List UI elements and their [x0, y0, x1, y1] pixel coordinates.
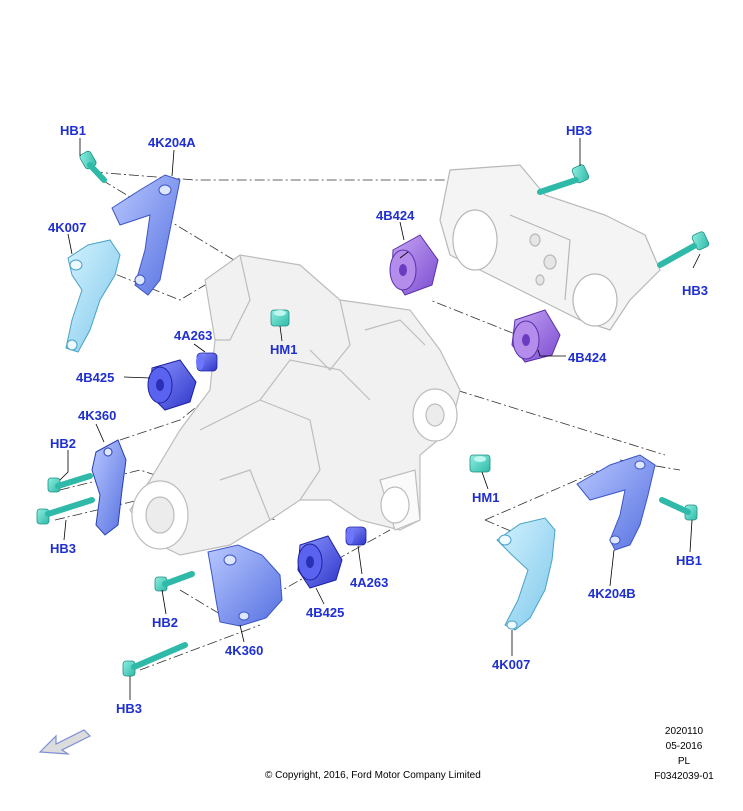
support-4k007-left — [65, 239, 121, 353]
bolt-hb2-left — [47, 473, 93, 493]
reference-figure-number: F0342039-01 — [654, 771, 714, 782]
nut-hm1-right — [469, 454, 491, 473]
label-hb2-left: HB2 — [50, 436, 76, 451]
spacer-4a263-bottom — [345, 526, 367, 546]
transfer-case-housing — [129, 254, 461, 556]
copyright-text: © Copyright, 2016, Ford Motor Company Li… — [265, 770, 481, 781]
label-4b424-right: 4B424 — [568, 350, 607, 365]
bolt-hb3-left — [36, 497, 95, 525]
reference-code-1: 2020110 — [664, 726, 704, 737]
label-4k007-right: 4K007 — [492, 657, 530, 672]
crossmember — [439, 164, 661, 331]
reference-date: 05-2016 — [665, 741, 703, 752]
label-4k204b: 4K204B — [588, 586, 636, 601]
bracket-4k204a — [111, 174, 181, 296]
label-4b424-top: 4B424 — [376, 208, 415, 223]
bush-4b425-bottom — [297, 535, 343, 589]
bracket-4k360-left — [91, 439, 127, 536]
label-4k204a: 4K204A — [148, 135, 196, 150]
label-hb3-left: HB3 — [50, 541, 76, 556]
label-4b425-bottom: 4B425 — [306, 605, 344, 620]
bracket-4k360-bottom — [207, 544, 283, 627]
bolt-hb1-top — [79, 150, 107, 183]
leader-lines — [59, 138, 701, 700]
label-hm1-top: HM1 — [270, 342, 297, 357]
label-hb1-right: HB1 — [676, 553, 702, 568]
label-hm1-right: HM1 — [472, 490, 499, 505]
label-4k007-left: 4K007 — [48, 220, 86, 235]
label-hb2-bottom: HB2 — [152, 615, 178, 630]
mount-4b424-top — [389, 234, 439, 296]
label-4a263-bottom: 4A263 — [350, 575, 388, 590]
label-4k360-bottom: 4K360 — [225, 643, 263, 658]
bolt-hb2-bottom — [154, 571, 195, 592]
label-hb3-top: HB3 — [566, 123, 592, 138]
bracket-4k204b — [576, 454, 656, 551]
spacer-4a263-left — [196, 352, 218, 372]
bolt-hb3-bottom — [122, 642, 188, 677]
orientation-arrow-icon — [38, 729, 92, 755]
label-4k360-left: 4K360 — [78, 408, 116, 423]
bolt-hb3-right — [657, 231, 710, 268]
label-4a263-left: 4A263 — [174, 328, 212, 343]
label-hb3-right: HB3 — [682, 283, 708, 298]
reference-language: PL — [677, 756, 691, 767]
label-hb3-bottom: HB3 — [116, 701, 142, 716]
bush-4b425-left — [147, 359, 197, 411]
nut-hm1-top — [270, 309, 290, 327]
callout-labels: HB1 4K204A 4K007 HB3 HB3 4B424 4B424 4A2… — [48, 123, 708, 716]
bolt-hb3-top — [537, 164, 590, 195]
label-hb1-top: HB1 — [60, 123, 86, 138]
label-4b425-left: 4B425 — [76, 370, 114, 385]
support-4k007-right — [496, 517, 556, 631]
bolt-hb1-right — [659, 497, 698, 521]
mount-4b424-right — [511, 309, 561, 363]
